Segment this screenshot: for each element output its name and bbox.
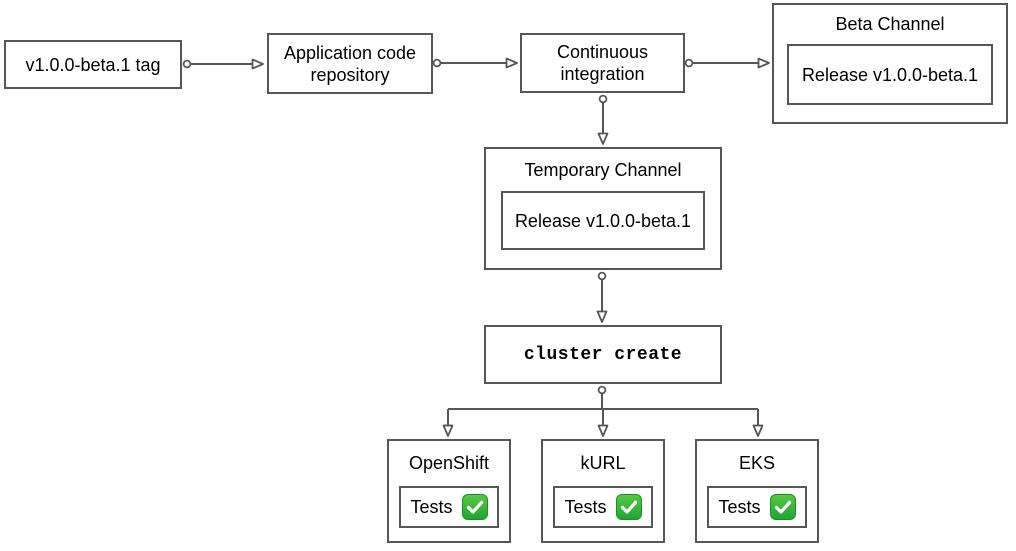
openshift-tests-box: Tests <box>399 486 499 528</box>
temporary-channel-release-label: Release v1.0.0-beta.1 <box>514 210 692 231</box>
node-app-code-repository: Application code repository <box>267 33 433 94</box>
beta-channel-release-box: Release v1.0.0-beta.1 <box>787 44 993 105</box>
node-cluster-create: cluster create <box>484 325 722 384</box>
version-tag-label: v1.0.0-beta.1 tag <box>25 54 161 75</box>
kurl-title: kURL <box>580 453 626 473</box>
eks-tests-label: Tests <box>718 497 761 517</box>
node-version-tag: v1.0.0-beta.1 tag <box>4 40 182 89</box>
kurl-tests-box: Tests <box>553 486 653 528</box>
eks-tests-box: Tests <box>707 486 807 528</box>
temporary-channel-title: Temporary Channel <box>524 160 682 180</box>
openshift-tests-label: Tests <box>410 497 453 517</box>
node-continuous-integration: Continuous integration <box>520 33 685 93</box>
check-mark-icon <box>769 494 796 520</box>
cluster-create-label: cluster create <box>523 344 683 365</box>
check-mark-icon <box>615 494 642 520</box>
node-temporary-channel: Temporary Channel Release v1.0.0-beta.1 <box>484 147 722 270</box>
openshift-title: OpenShift <box>408 453 490 473</box>
node-beta-channel: Beta Channel Release v1.0.0-beta.1 <box>772 3 1008 124</box>
node-platform-openshift: OpenShift Tests <box>387 439 511 543</box>
app-code-repository-label: Application code repository <box>283 42 417 85</box>
check-mark-icon <box>461 494 488 520</box>
beta-channel-release-label: Release v1.0.0-beta.1 <box>801 64 979 85</box>
beta-channel-title: Beta Channel <box>835 14 945 34</box>
eks-title: EKS <box>738 453 776 473</box>
temporary-channel-release-box: Release v1.0.0-beta.1 <box>501 191 705 250</box>
node-platform-kurl: kURL Tests <box>541 439 665 543</box>
node-platform-eks: EKS Tests <box>695 439 819 543</box>
kurl-tests-label: Tests <box>564 497 607 517</box>
continuous-integration-label: Continuous integration <box>556 42 649 84</box>
